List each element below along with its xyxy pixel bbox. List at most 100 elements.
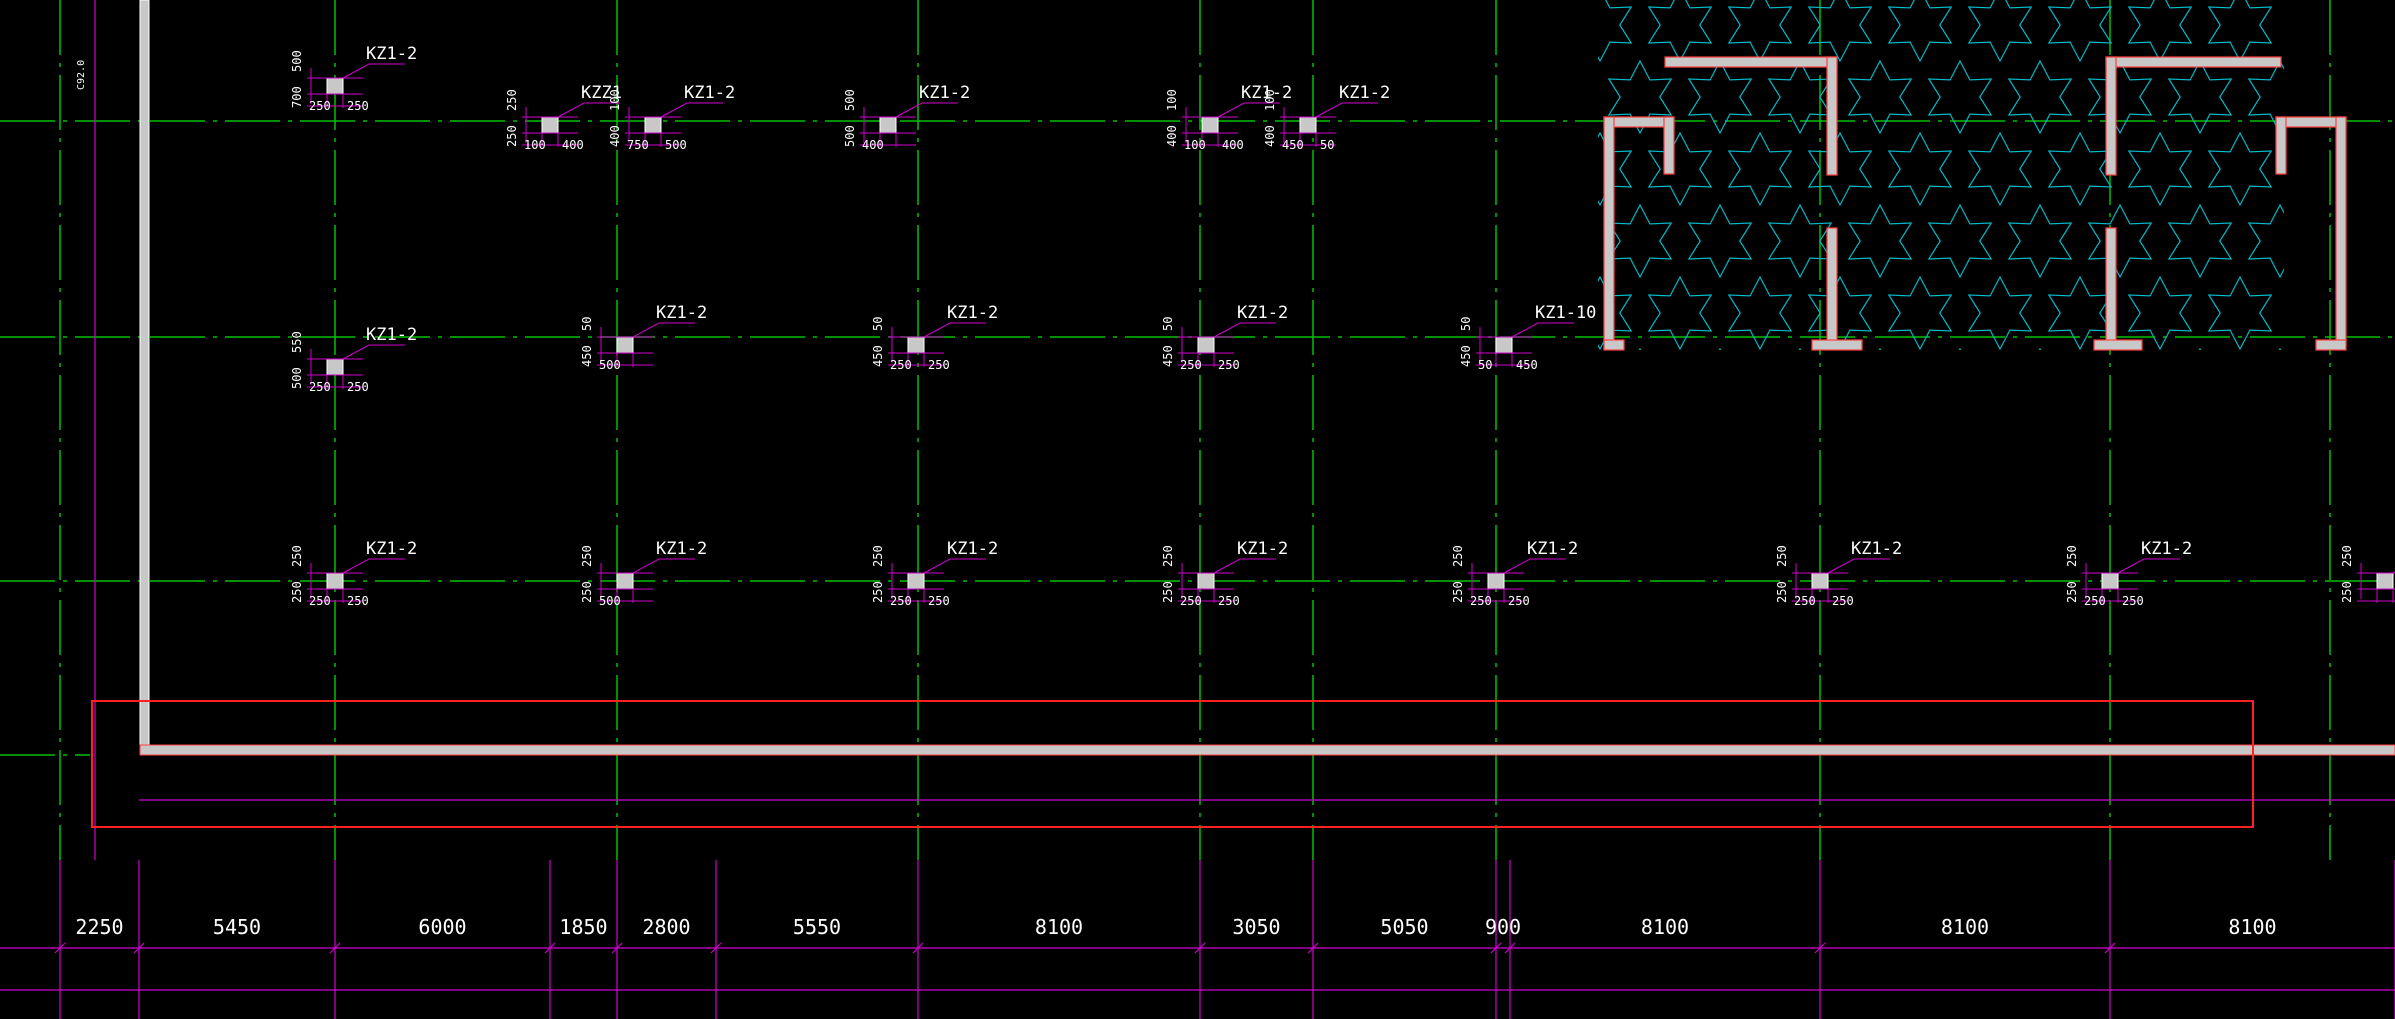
column-dim-value: 500 bbox=[290, 367, 304, 389]
column-dim-value: 450 bbox=[871, 345, 885, 367]
hatch-star bbox=[1969, 421, 2031, 493]
column-square bbox=[644, 116, 662, 134]
hatch-star bbox=[1687, 203, 1753, 279]
column-tag: KZ1-2 bbox=[1851, 539, 1902, 559]
dimension-value: 8100 bbox=[1035, 915, 1083, 939]
hatch-star bbox=[1929, 493, 1991, 565]
hatch-star bbox=[1927, 59, 1993, 135]
hatch-star bbox=[2127, 275, 2193, 350]
column-dim-value: 400 bbox=[862, 138, 884, 152]
hatch-star bbox=[2198, 347, 2202, 350]
column-tag: KZ1-2 bbox=[366, 539, 417, 559]
column-dim-value: 250 bbox=[290, 581, 304, 603]
column-square bbox=[541, 116, 559, 134]
hatch-star bbox=[2249, 493, 2311, 565]
column-dim-value: 500 bbox=[843, 89, 857, 111]
hatch-star bbox=[1887, 275, 1953, 350]
hatch-star bbox=[2247, 203, 2284, 279]
dimension-value: 5550 bbox=[793, 915, 841, 939]
boundary-wall-horizontal bbox=[139, 744, 2395, 756]
dimension-tick bbox=[329, 942, 341, 954]
column-dim-value: 50 bbox=[1459, 317, 1473, 331]
hatch-star bbox=[2167, 203, 2233, 279]
dimension-tick bbox=[611, 942, 623, 954]
column-dim-value: 250 bbox=[890, 594, 912, 608]
column-tag-leader bbox=[342, 344, 405, 360]
column-square bbox=[616, 336, 634, 354]
hatch-star bbox=[1967, 131, 2033, 207]
hatch-star bbox=[1607, 203, 1673, 279]
wall-segment bbox=[1603, 339, 1625, 351]
column-dim-value: 50 bbox=[1320, 138, 1334, 152]
stair-hatch-pattern bbox=[1569, 0, 2395, 637]
wall-segment bbox=[1664, 56, 1838, 68]
hatch-star bbox=[1687, 59, 1753, 135]
grid-axes bbox=[0, 0, 2395, 860]
column-dim-value: 500 bbox=[665, 138, 687, 152]
column-tag: KZ1-2 bbox=[1241, 83, 1292, 103]
column-tag: KZ1-2 bbox=[1339, 83, 1390, 103]
column-dim-value: 750 bbox=[627, 138, 649, 152]
dimension-value: 1850 bbox=[559, 915, 607, 939]
column-tag: KZ1-2 bbox=[656, 539, 707, 559]
dimension-value: 8100 bbox=[1641, 915, 1689, 939]
column-square bbox=[1495, 336, 1513, 354]
column-square bbox=[879, 116, 897, 134]
column-dim-value: 500 bbox=[843, 125, 857, 147]
column-dim-value: 50 bbox=[1478, 358, 1492, 372]
column-dim-value: 250 bbox=[309, 99, 331, 113]
column-tag-leader bbox=[1213, 322, 1276, 338]
wall-segment bbox=[2105, 56, 2117, 176]
hatch-star bbox=[1807, 0, 1873, 63]
column-square bbox=[2101, 572, 2119, 590]
wall-segment bbox=[2105, 227, 2117, 346]
column-tag-leader bbox=[557, 102, 620, 118]
boundary-wall-vertical bbox=[139, 0, 150, 756]
column-square bbox=[1299, 116, 1317, 134]
column-tag-leader bbox=[342, 558, 405, 574]
hatch-star bbox=[2209, 421, 2271, 493]
hatch-star bbox=[2289, 421, 2351, 493]
core-walls bbox=[1603, 56, 2347, 351]
column-dim-value: 250 bbox=[928, 358, 950, 372]
hatch-star bbox=[1889, 565, 1951, 637]
column-tag: KZ1-2 bbox=[947, 303, 998, 323]
column-tag-leader bbox=[632, 322, 695, 338]
hatch-star bbox=[1649, 565, 1711, 637]
dimension-value: 8100 bbox=[1941, 915, 1989, 939]
hatch-star bbox=[1647, 275, 1713, 350]
column-square bbox=[1201, 116, 1219, 134]
column-dim-value: 100 bbox=[1263, 89, 1277, 111]
column-square bbox=[2376, 572, 2394, 590]
column-dim-value: 250 bbox=[1832, 594, 1854, 608]
column-dim-value: 250 bbox=[871, 545, 885, 567]
column-dim-value: 250 bbox=[347, 594, 369, 608]
column-square bbox=[326, 572, 344, 590]
hatch-star bbox=[1969, 565, 2031, 637]
column-dim-value: 250 bbox=[1508, 594, 1530, 608]
dimension-value: 8100 bbox=[2228, 915, 2276, 939]
column-tag: KZ1-2 bbox=[1237, 303, 1288, 323]
column-dim-value: 250 bbox=[505, 89, 519, 111]
hatch-star bbox=[2007, 203, 2073, 279]
hatch-star bbox=[1569, 565, 1631, 637]
hatch-star bbox=[1807, 131, 1873, 207]
dimension-value: 5450 bbox=[213, 915, 261, 939]
hatch-star bbox=[1647, 131, 1713, 207]
column-dim-value: 250 bbox=[2122, 594, 2144, 608]
column-dim-value: 250 bbox=[290, 545, 304, 567]
dimension-tick bbox=[1504, 942, 1516, 954]
column-tag-leader bbox=[1213, 558, 1276, 574]
hatch-star bbox=[2369, 0, 2395, 61]
wall-segment bbox=[2093, 339, 2143, 351]
hatch-star bbox=[2209, 565, 2271, 637]
